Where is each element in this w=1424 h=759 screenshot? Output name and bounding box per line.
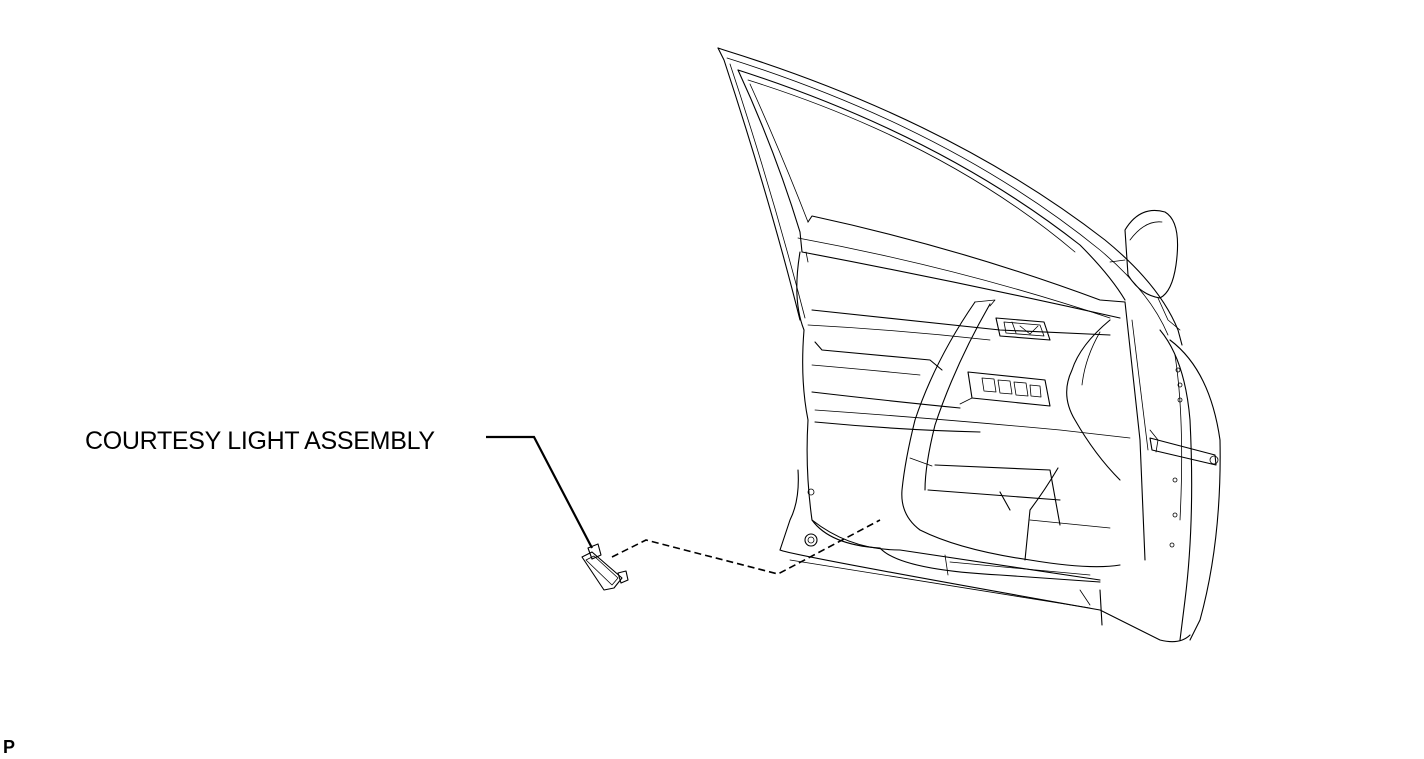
courtesy-light-assembly-icon	[581, 543, 629, 591]
corner-code-label: P	[3, 737, 16, 757]
front-door-panel	[717, 47, 1221, 643]
installation-path-dashed-line	[611, 519, 881, 575]
callout-leader-line	[486, 435, 593, 549]
grommet-icon	[804, 488, 818, 547]
door-check-strap-icon	[1149, 429, 1219, 466]
side-mirror-icon	[1109, 209, 1181, 331]
inner-handle-icon	[995, 317, 1051, 341]
window-switch-panel-icon	[959, 371, 1051, 407]
courtesy-light-assembly-label: COURTESY LIGHT ASSEMBLY	[85, 427, 435, 455]
